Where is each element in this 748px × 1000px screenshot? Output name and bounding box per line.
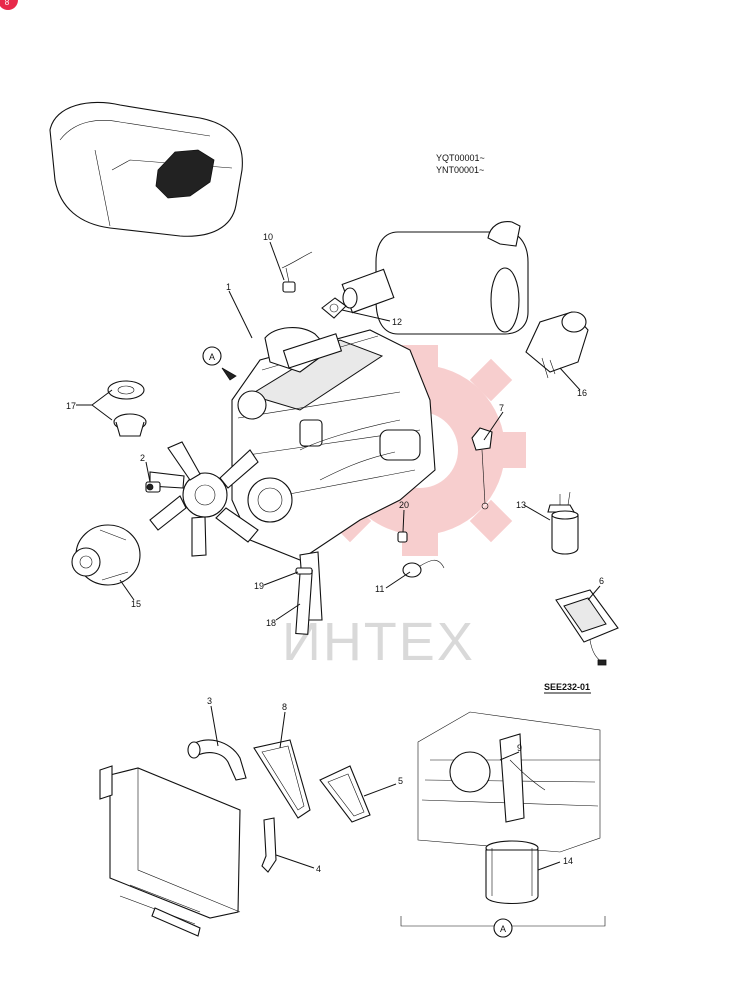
callout-4: 4 [316,864,321,874]
callout-6: 6 [599,576,604,586]
part-6-controller [555,589,619,666]
part-8-belt [253,739,311,819]
leader-lines [76,241,601,871]
watermark-text: ИНТЕХ [282,612,475,672]
part-13-fuel-filter [547,491,579,555]
part-17-thermostat [107,380,147,437]
page-badge: 8 [0,0,18,10]
figure-code: SEE232-01 [544,682,590,692]
callout-19: 19 [254,581,264,591]
part-2-sensor [145,481,161,493]
callout-5: 5 [398,776,403,786]
part-12-gasket [321,297,347,319]
svg-text:A: A [209,352,215,362]
callout-3: 3 [207,696,212,706]
view-marker-a-top: A [202,346,237,381]
part-5-belt [319,765,371,823]
callout-11: 11 [375,584,384,594]
fan [149,441,259,557]
callout-20: 20 [399,500,409,510]
view-marker-a-bottom: A [493,918,513,938]
callout-9: 9 [517,743,522,753]
part-20-plug [397,531,408,543]
callout-17: 17 [66,401,76,411]
radiator [99,765,241,937]
part-15-alternator [71,524,141,586]
muffler [341,221,529,335]
part-4-lower-hose [261,817,277,873]
machine-overview [49,101,243,237]
part-10-sensor [281,251,313,293]
callout-1: 1 [226,282,231,292]
svg-text:A: A [500,924,506,934]
part-16-starter [525,311,589,379]
serial-number-1: YQT00001~ [436,153,485,163]
svg-text:8: 8 [5,0,10,7]
callout-18: 18 [266,618,276,628]
callout-7: 7 [499,403,504,413]
part-11-sensor [402,559,445,578]
callout-16: 16 [577,388,587,398]
callout-8: 8 [282,702,287,712]
callout-2: 2 [140,453,145,463]
callout-10: 10 [263,232,273,242]
part-3-upper-hose [187,739,247,781]
part-19-clamp [295,567,313,575]
callout-12: 12 [392,317,402,327]
detail-view-a [400,711,606,927]
callout-14: 14 [563,856,573,866]
callout-13: 13 [516,500,526,510]
serial-number-2: YNT00001~ [436,165,484,175]
engine-assembly [231,327,436,621]
callout-15: 15 [131,599,141,609]
part-7-sensor [471,427,493,510]
